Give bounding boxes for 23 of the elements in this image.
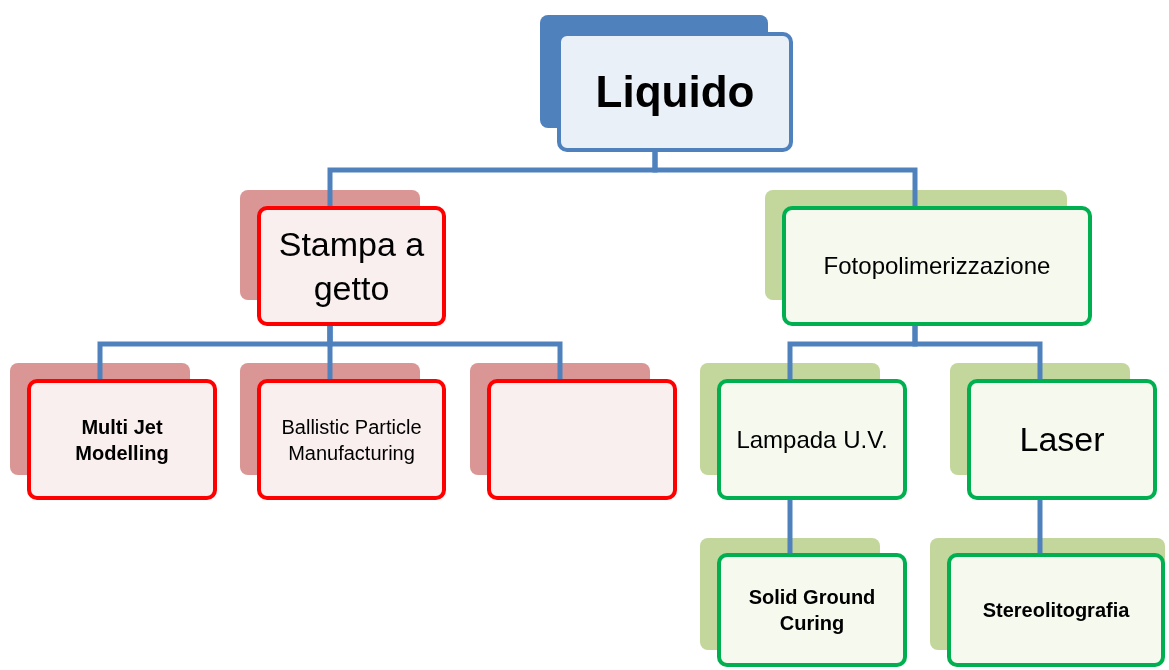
process-box xyxy=(967,379,1157,500)
node-label: Lampada U.V. xyxy=(736,424,888,455)
connector-line xyxy=(912,326,1043,379)
node-label: Fotopolimerizzazione xyxy=(823,251,1051,282)
node-label: Stereolitografia xyxy=(982,598,1130,623)
node-label: Laser xyxy=(1019,419,1105,461)
process-box xyxy=(487,379,677,500)
process-box xyxy=(717,553,907,667)
process-box xyxy=(27,379,217,500)
connector-line xyxy=(652,152,918,206)
process-box xyxy=(257,379,446,500)
node-label: Stampa a getto xyxy=(277,223,426,309)
process-box xyxy=(257,206,446,326)
node-label: Ballistic Particle Manufacturing xyxy=(280,414,423,466)
process-box xyxy=(717,379,907,500)
process-box xyxy=(947,553,1165,667)
process-box xyxy=(782,206,1092,326)
connector-line xyxy=(327,326,563,379)
connector-line xyxy=(787,500,793,553)
node-label: Solid Ground Curing xyxy=(747,585,877,636)
connector-line xyxy=(1037,500,1043,553)
node-label: Multi Jet Modelling xyxy=(74,414,170,466)
node-label: Liquido xyxy=(595,66,755,119)
